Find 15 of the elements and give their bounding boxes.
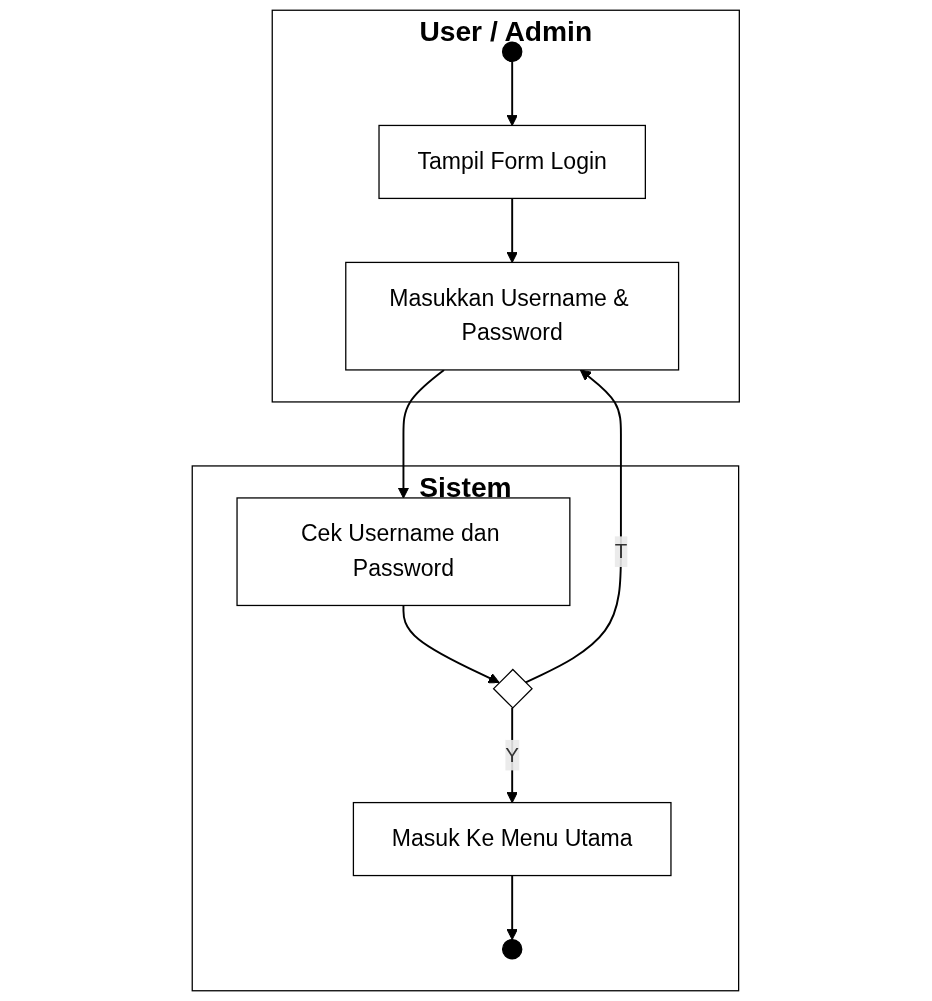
- arrow: [506, 874, 519, 941]
- arrow: [402, 604, 500, 684]
- node-circle: [502, 41, 523, 63]
- node-box: Cek Username dan Password: [236, 497, 571, 607]
- edge-label: Y: [505, 743, 520, 766]
- arrow: [506, 60, 519, 126]
- node-diamond: [492, 668, 534, 709]
- arrow: [524, 369, 623, 684]
- edge-label: T: [614, 540, 628, 562]
- node-box: Masukkan Username & Password: [345, 261, 680, 371]
- node-box: Tampil Form Login: [378, 124, 647, 200]
- node-box: Masuk Ke Menu Utama: [353, 801, 672, 877]
- arrow: [506, 197, 519, 263]
- arrow: [398, 368, 446, 499]
- node-circle: [502, 938, 523, 960]
